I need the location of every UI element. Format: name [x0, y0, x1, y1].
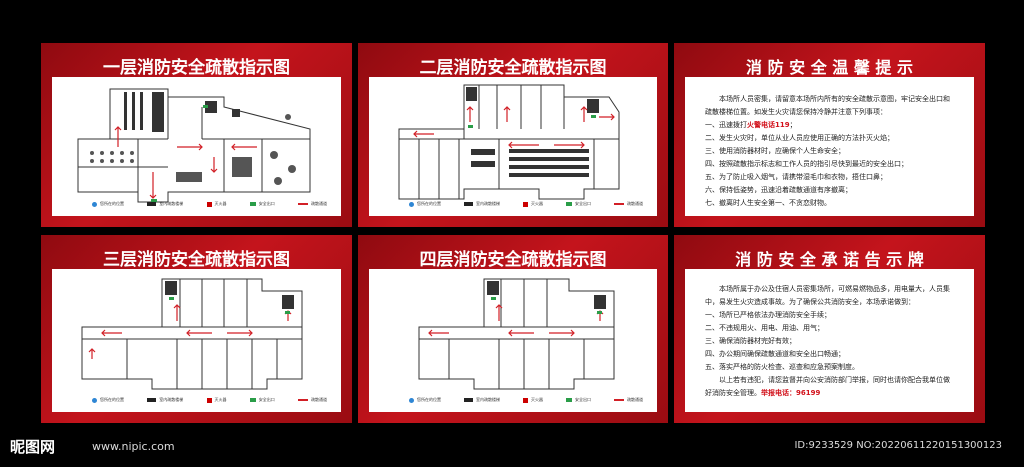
pledge-outro: 以上若有违犯，请您监督并向公安消防部门举报，同时也请你配合我单位做好消防安全管理… [705, 376, 950, 397]
watermark-url: www.nipic.com [92, 440, 175, 453]
panel-title: 消 防 安 全 温 馨 提 示 [746, 58, 913, 77]
legend-stairs: 室内疏散楼梯 [464, 201, 500, 207]
legend-route: 疏散通道 [298, 397, 327, 403]
panel-title: 一层消防安全疏散指示图 [103, 58, 290, 78]
legend-exit: 安全出口 [249, 397, 275, 403]
legend: 您所在的位置 室内疏散楼梯 灭火器 安全出口 疏散通道 [409, 395, 643, 405]
legend-extinguisher: 灭火器 [523, 201, 543, 207]
position-marker-icon [92, 201, 97, 207]
floor3-evacuation-panel: 三层消防安全疏散指示图 您所在的位置 室内疏散楼梯 灭火器 [41, 235, 352, 423]
exit-icon [566, 202, 572, 206]
legend-stairs: 室内疏散楼梯 [464, 397, 500, 403]
floor2-plan [398, 84, 620, 200]
tips-item-3: 三、使用消防器材时，应确保个人生命安全； [705, 147, 845, 155]
panel-title: 二层消防安全疏散指示图 [419, 58, 607, 78]
legend: 您所在的位置 室内疏散楼梯 灭火器 安全出口 疏散通道 [92, 395, 327, 405]
tips-item-6: 六、保持低姿势，迅速沿着疏散通道有序撤离； [705, 186, 852, 194]
pledge-item-3: 三、确保消防器材完好有效； [705, 337, 796, 345]
tips-text: 本场所人员密集，请留意本场所内所有的安全疏散示意图，牢记安全出口和疏散楼梯位置。… [705, 93, 954, 210]
legend-stairs: 室内疏散楼梯 [147, 397, 183, 403]
legend-extinguisher: 灭火器 [206, 201, 227, 207]
pledge-content-area: 本场所属于办公及住宿人员密集场所，可燃易燃物品多，用电量大，人员集中，易发生火灾… [685, 269, 974, 412]
legend: 您所在的位置 室内疏散楼梯 灭火器 安全出口 疏散通道 [92, 199, 327, 209]
tips-content-area: 本场所人员密集，请留意本场所内所有的安全疏散示意图，牢记安全出口和疏散楼梯位置。… [685, 77, 974, 216]
watermark-id: ID:9233529 NO:20220611220151300123 [794, 440, 1002, 451]
fire-hotline: 火警电话119 [747, 121, 790, 129]
legend-position: 您所在的位置 [409, 201, 441, 207]
extinguisher-icon [523, 201, 528, 207]
floor1-plan [77, 88, 311, 203]
panel-title: 四层消防安全疏散指示图 [419, 250, 607, 270]
panel-title: 三层消防安全疏散指示图 [103, 250, 290, 270]
exit-icon [566, 398, 572, 402]
tips-item-4: 四、按照疏散指示标志和工作人员的指引尽快到最近的安全出口； [705, 160, 908, 168]
pledge-intro: 本场所属于办公及住宿人员密集场所，可燃易燃物品多，用电量大，人员集中，易发生火灾… [705, 285, 950, 306]
floor-plan-area: 您所在的位置 室内疏散楼梯 灭火器 安全出口 疏散通道 [52, 77, 341, 216]
floor2-evacuation-panel: 二层消防安全疏散指示图 [358, 43, 668, 227]
legend-stairs: 室内疏散楼梯 [147, 201, 183, 207]
legend-extinguisher: 灭火器 [523, 397, 543, 403]
legend-route: 疏散通道 [614, 201, 643, 207]
route-arrow-icon [614, 203, 624, 205]
tips-item-1: 一、迅速拨打火警电话119； [705, 121, 797, 129]
exit-icon [249, 202, 256, 206]
floor3-plan [81, 278, 303, 390]
pledge-item-2: 二、不违规用火、用电、用油、用气； [705, 324, 824, 332]
legend-position: 您所在的位置 [409, 397, 441, 403]
position-marker-icon [409, 201, 414, 207]
stairs-icon [147, 202, 157, 206]
stairs-icon [464, 202, 473, 206]
extinguisher-icon [523, 397, 528, 403]
extinguisher-icon [206, 201, 212, 207]
tips-item-5: 五、为了防止吸入烟气，请携带湿毛巾和衣物，捂住口鼻； [705, 173, 887, 181]
route-arrow-icon [614, 399, 624, 401]
legend-extinguisher: 灭火器 [206, 397, 227, 403]
position-marker-icon [409, 397, 414, 403]
legend-exit: 安全出口 [566, 397, 591, 403]
legend-route: 疏散通道 [298, 201, 327, 207]
floor-plan-area: 您所在的位置 室内疏散楼梯 灭火器 安全出口 疏散通道 [369, 269, 657, 412]
pledge-item-4: 四、办公期间确保疏散通道和安全出口畅通； [705, 350, 845, 358]
floor4-evacuation-panel: 四层消防安全疏散指示图 您所在的位置 室内疏散楼梯 灭火器 安全出口 [358, 235, 668, 423]
pledge-item-1: 一、场所已严格依法办理消防安全手续； [705, 311, 831, 319]
pledge-text: 本场所属于办公及住宿人员密集场所，可燃易燃物品多，用电量大，人员集中，易发生火灾… [705, 283, 954, 400]
legend: 您所在的位置 室内疏散楼梯 灭火器 安全出口 疏散通道 [409, 199, 643, 209]
legend-position: 您所在的位置 [92, 201, 124, 207]
tips-item-7: 七、撤离时人生安全第一、不贪恋财物。 [705, 199, 831, 207]
floor1-evacuation-panel: 一层消防安全疏散指示图 [41, 43, 352, 227]
position-marker-icon [92, 397, 97, 403]
route-arrow-icon [298, 399, 308, 401]
exit-icon [249, 398, 256, 402]
legend-exit: 安全出口 [566, 201, 591, 207]
extinguisher-icon [206, 397, 212, 403]
route-arrow-icon [298, 203, 308, 205]
legend-exit: 安全出口 [249, 201, 275, 207]
legend-route: 疏散通道 [614, 397, 643, 403]
safety-tips-panel: 消 防 安 全 温 馨 提 示 本场所人员密集，请留意本场所内所有的安全疏散示意… [674, 43, 985, 227]
watermark-logo: 昵图网 [10, 438, 56, 456]
report-hotline: 举报电话：96199 [761, 389, 821, 397]
legend-position: 您所在的位置 [92, 397, 124, 403]
safety-pledge-panel: 消 防 安 全 承 诺 告 示 牌 本场所属于办公及住宿人员密集场所，可燃易燃物… [674, 235, 985, 423]
panel-title: 消 防 安 全 承 诺 告 示 牌 [735, 250, 924, 269]
stairs-icon [147, 398, 157, 402]
floor4-plan [418, 278, 615, 390]
tips-item-2: 二、发生火灾时，单位从业人员应使用正确的方法扑灭火焰； [705, 134, 894, 142]
floor-plan-area: 您所在的位置 室内疏散楼梯 灭火器 安全出口 疏散通道 [369, 77, 657, 216]
floor-plan-area: 您所在的位置 室内疏散楼梯 灭火器 安全出口 疏散通道 [52, 269, 341, 412]
stairs-icon [464, 398, 473, 402]
pledge-item-5: 五、落实严格的防火检查、巡查和应急预案制度。 [705, 363, 859, 371]
tips-intro: 本场所人员密集，请留意本场所内所有的安全疏散示意图，牢记安全出口和疏散楼梯位置。… [705, 95, 950, 116]
